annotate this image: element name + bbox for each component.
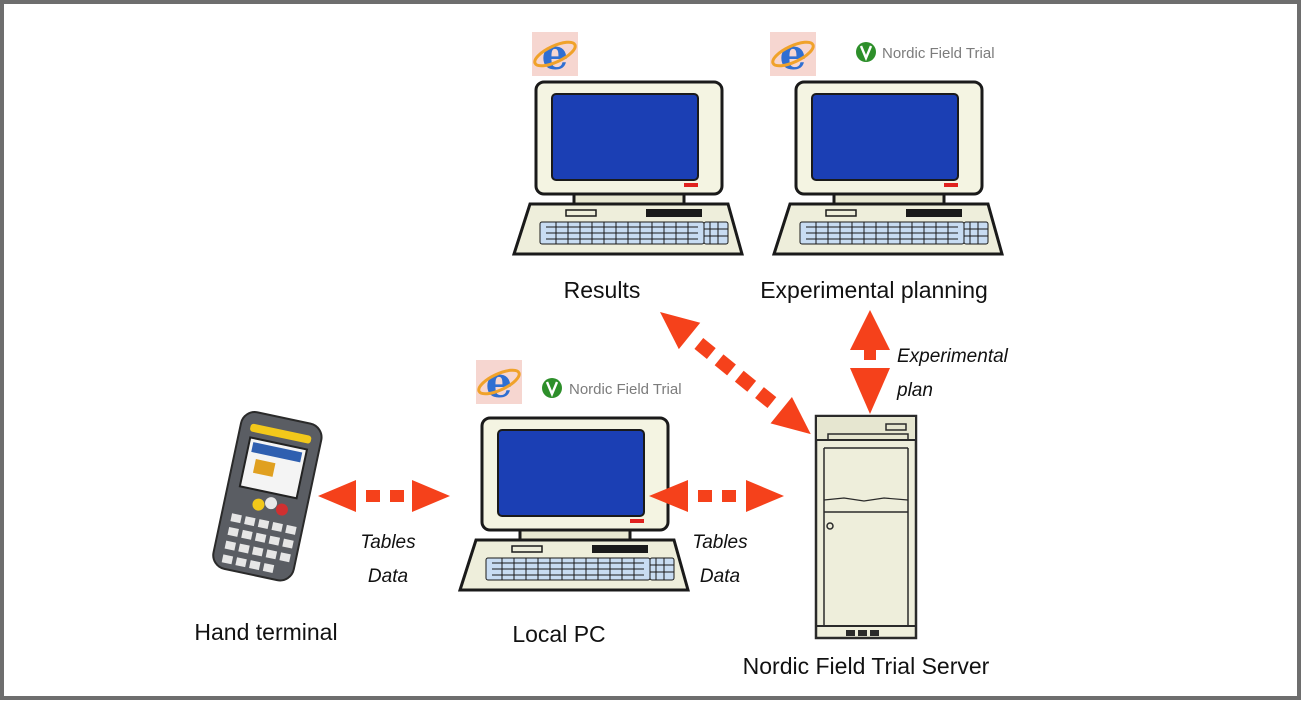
browser-icon — [530, 28, 580, 81]
desktop-computer-icon — [458, 416, 690, 592]
local-server-edge-label-2: Data — [700, 566, 740, 587]
local-pc-computer: Nordic Field Trial Local PC — [458, 356, 690, 647]
planning-server-edge-label-2: plan — [896, 380, 933, 401]
arrow-hand-local — [318, 480, 450, 512]
planning-server-edge-label-1: Experimental — [897, 346, 1009, 367]
planning-computer: Nordic Field Trial Experimental planning — [760, 28, 1004, 303]
hand-local-edge-label-1: Tables — [360, 532, 416, 553]
system-architecture-diagram: e Results Nordic Field Trial Experimenta… — [194, 28, 1009, 679]
desktop-computer-icon — [512, 80, 744, 256]
arrow-results-server — [660, 312, 811, 435]
nft-logo-icon — [540, 376, 564, 400]
local-server-edge-label-1: Tables — [692, 532, 748, 553]
tower-server-icon — [814, 414, 918, 640]
local-pc-label: Local PC — [512, 621, 605, 647]
hand-terminal-label: Hand terminal — [194, 619, 337, 645]
results-label: Results — [564, 277, 641, 303]
planning-label: Experimental planning — [760, 277, 988, 303]
browser-icon — [768, 28, 818, 81]
results-computer: Results — [512, 28, 744, 303]
server: Nordic Field Trial Server — [743, 414, 990, 679]
arrow-local-server — [649, 480, 784, 512]
nft-brand-label: Nordic Field Trial — [882, 45, 995, 62]
arrow-planning-server — [850, 310, 890, 414]
hand-local-edge-label-2: Data — [368, 566, 408, 587]
hand-terminal: Hand terminal — [194, 411, 338, 645]
desktop-computer-icon — [772, 80, 1004, 256]
server-label: Nordic Field Trial Server — [743, 653, 990, 679]
browser-icon — [474, 356, 524, 409]
nft-brand-label: Nordic Field Trial — [569, 381, 682, 398]
nft-logo-icon — [854, 40, 878, 64]
handheld-terminal-icon — [212, 411, 323, 582]
